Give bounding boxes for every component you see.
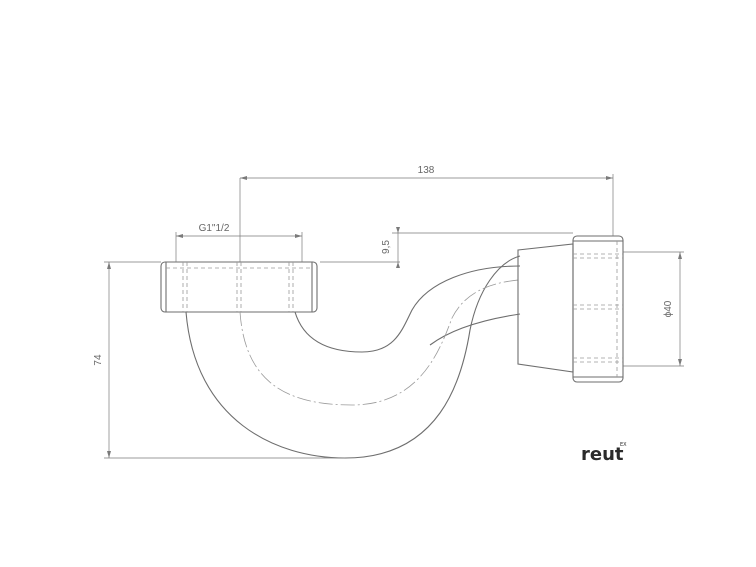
left-nut [160, 261, 318, 313]
right-outlet [517, 235, 624, 383]
dimension-height-label: 74 [93, 354, 104, 366]
trap-pipe [185, 255, 521, 459]
dimension-offset: 9,5 [320, 227, 573, 268]
dimension-thread-label: G1"1/2 [199, 223, 230, 234]
dimension-offset-label: 9,5 [381, 240, 392, 254]
brand-logo-superscript: EX [620, 442, 627, 448]
dimension-height: 74 [93, 261, 345, 459]
dimension-diameter: ϕ40 [623, 251, 684, 367]
dimension-width-label: 138 [418, 165, 435, 176]
brand-logo: reut EX [581, 442, 627, 465]
dimension-thread: G1"1/2 [175, 223, 303, 262]
dimension-diameter-label: ϕ40 [663, 300, 674, 317]
dimension-width: 138 [239, 165, 614, 262]
brand-logo-text: reut [581, 444, 624, 465]
